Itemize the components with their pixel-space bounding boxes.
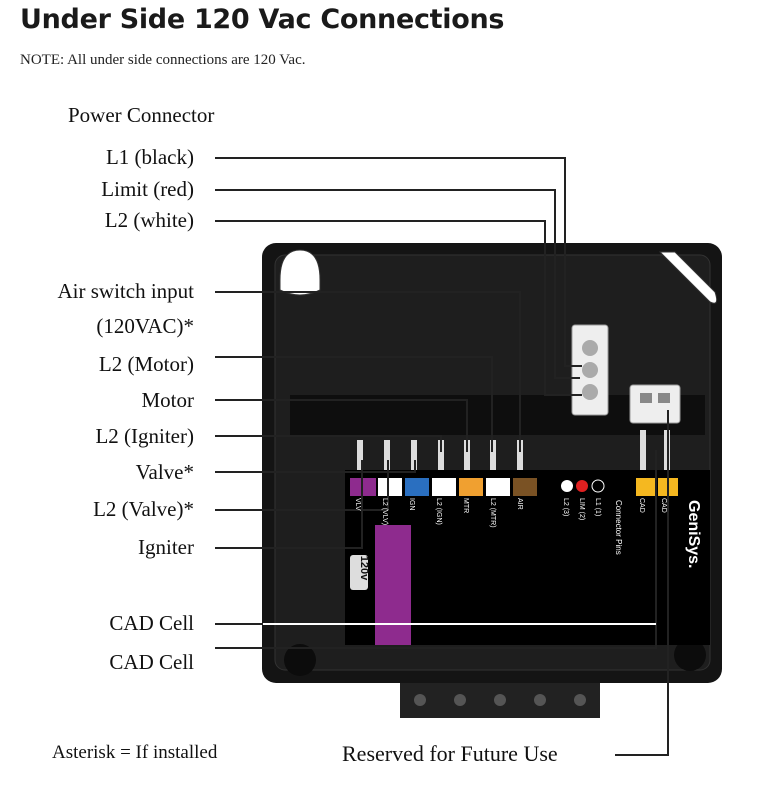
terminal-label: MTR [462, 498, 469, 514]
pin-label: L2 (3) [562, 498, 569, 517]
label-air-switch-voltage: (120VAC)* [96, 314, 194, 338]
terminal-label: VLV [354, 498, 361, 511]
page-title: Under Side 120 Vac Connections [20, 4, 505, 35]
terminal-label: IGN [408, 498, 415, 511]
label-limit: Limit (red) [101, 177, 194, 201]
label-valve: Valve* [135, 460, 194, 484]
terminal-label: L2 (VLV) [381, 498, 388, 526]
voltage-badge: 120v [358, 555, 371, 581]
power-connector-heading: Power Connector [68, 103, 215, 127]
label-igniter: Igniter [138, 535, 194, 559]
asterisk-note: Asterisk = If installed [52, 742, 218, 763]
cad-label: CAD [660, 498, 667, 513]
cad-label: CAD [638, 498, 645, 513]
control-unit [262, 243, 722, 718]
label-l2-valve: L2 (Valve)* [93, 497, 194, 521]
label-l2-motor: L2 (Motor) [98, 352, 194, 376]
terminal-label: L2 (MTR) [489, 498, 496, 528]
label-cad-cell-1: CAD Cell [109, 611, 194, 635]
terminal-label: L2 (IGN) [435, 498, 442, 525]
pin-label: LIM (2) [578, 498, 585, 521]
label-air-switch: Air switch input [57, 279, 195, 303]
label-motor: Motor [141, 388, 195, 412]
label-reserved: Reserved for Future Use [342, 741, 558, 766]
note-text: NOTE: All under side connections are 120… [20, 52, 306, 68]
label-l2-igniter: L2 (Igniter) [95, 424, 194, 448]
label-l1: L1 (black) [105, 145, 194, 169]
pin-label: L1 (1) [594, 498, 601, 517]
label-cad-cell-2: CAD Cell [109, 650, 194, 674]
terminal-label: AIR [516, 498, 523, 510]
connector-pins-title: Connector Pins [614, 500, 623, 555]
leader-lines [215, 157, 669, 756]
brand-logo: GeniSys. [685, 500, 702, 569]
label-l2-white: L2 (white) [104, 208, 194, 232]
